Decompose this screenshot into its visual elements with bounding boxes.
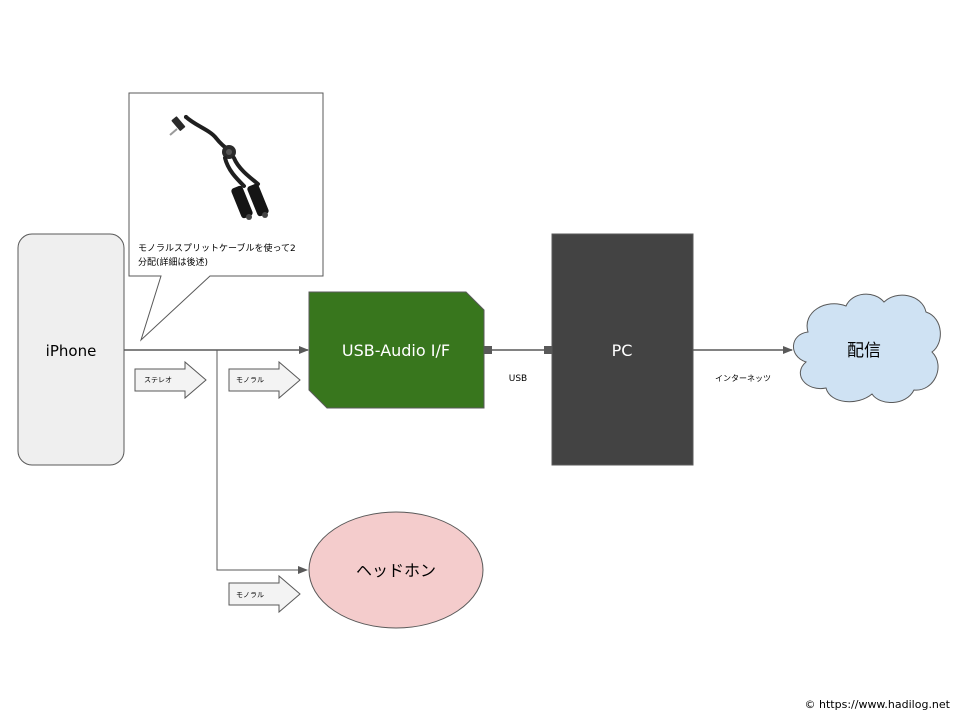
headphones-label: ヘッドホン (356, 561, 436, 580)
mono-label-bottom: モノラル (236, 591, 264, 599)
stream-cloud-node (793, 293, 941, 403)
usb-connector-left (484, 346, 492, 354)
callout-box (128, 92, 324, 342)
connector-branch-headphones (216, 350, 308, 574)
mono-arrow-bottom (228, 574, 301, 614)
usb-audio-label: USB-Audio I/F (342, 341, 450, 360)
pc-node (551, 233, 694, 466)
iphone-label: iPhone (46, 342, 97, 360)
pc-label: PC (612, 341, 633, 360)
splitter-cable-image (169, 115, 269, 220)
mono-label-top: モノラル (236, 376, 264, 384)
copyright-text: © https://www.hadilog.net (805, 698, 951, 711)
callout-text-line1: モノラルスプリットケーブルを使って2 (138, 242, 296, 254)
stream-label: 配信 (847, 341, 881, 361)
internet-label: インターネッツ (715, 374, 771, 383)
usb-label: USB (509, 374, 527, 384)
usb-connector-right (544, 346, 552, 354)
mono-arrow-top (228, 360, 301, 400)
usb-audio-node (308, 291, 485, 409)
headphones-node (308, 511, 484, 629)
stereo-arrow (134, 360, 207, 400)
callout-text-line2: 分配(詳細は後述) (138, 256, 208, 268)
stereo-label: ステレオ (144, 376, 172, 384)
